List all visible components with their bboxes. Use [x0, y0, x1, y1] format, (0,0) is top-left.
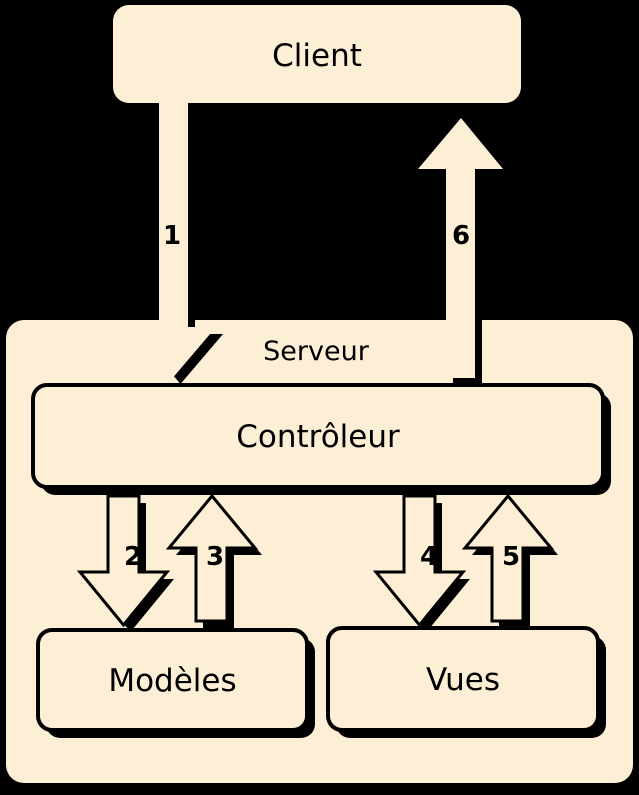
- node-vues[interactable]: [326, 626, 606, 738]
- controleur-box: [31, 383, 605, 489]
- arrow-4-body: [372, 494, 467, 628]
- arrow-4: [372, 494, 470, 632]
- arrow-6-body: [418, 118, 503, 378]
- arrow-6: [418, 118, 510, 385]
- node-label-controleur: Contrôleur: [236, 419, 400, 455]
- node-label-serveur: Serveur: [263, 336, 369, 367]
- node-controleur[interactable]: [31, 383, 611, 495]
- modeles-box: [36, 628, 309, 732]
- arrow-label-1: 1: [163, 221, 182, 251]
- arrow-5-body: [461, 493, 555, 623]
- arrow-3-body: [165, 493, 259, 623]
- arrow-3: [165, 493, 262, 628]
- client-box: [113, 5, 521, 103]
- node-modeles[interactable]: [36, 628, 315, 738]
- node-client[interactable]: [113, 5, 528, 110]
- node-label-vues: Vues: [426, 662, 500, 698]
- arrow-label-4: 4: [420, 542, 439, 572]
- arrow-label-3: 3: [206, 542, 225, 572]
- arrow-1: [131, 103, 223, 384]
- arrow-label-5: 5: [502, 542, 521, 572]
- arrow-label-2: 2: [124, 542, 143, 572]
- arrow-label-6: 6: [452, 221, 471, 251]
- arrow-2: [76, 494, 174, 632]
- node-label-modeles: Modèles: [108, 663, 237, 699]
- arrow-1-body: [131, 103, 216, 377]
- arrow-2-body: [76, 494, 171, 628]
- vues-box: [326, 626, 600, 732]
- node-label-client: Client: [272, 38, 362, 74]
- arrow-5: [461, 493, 558, 628]
